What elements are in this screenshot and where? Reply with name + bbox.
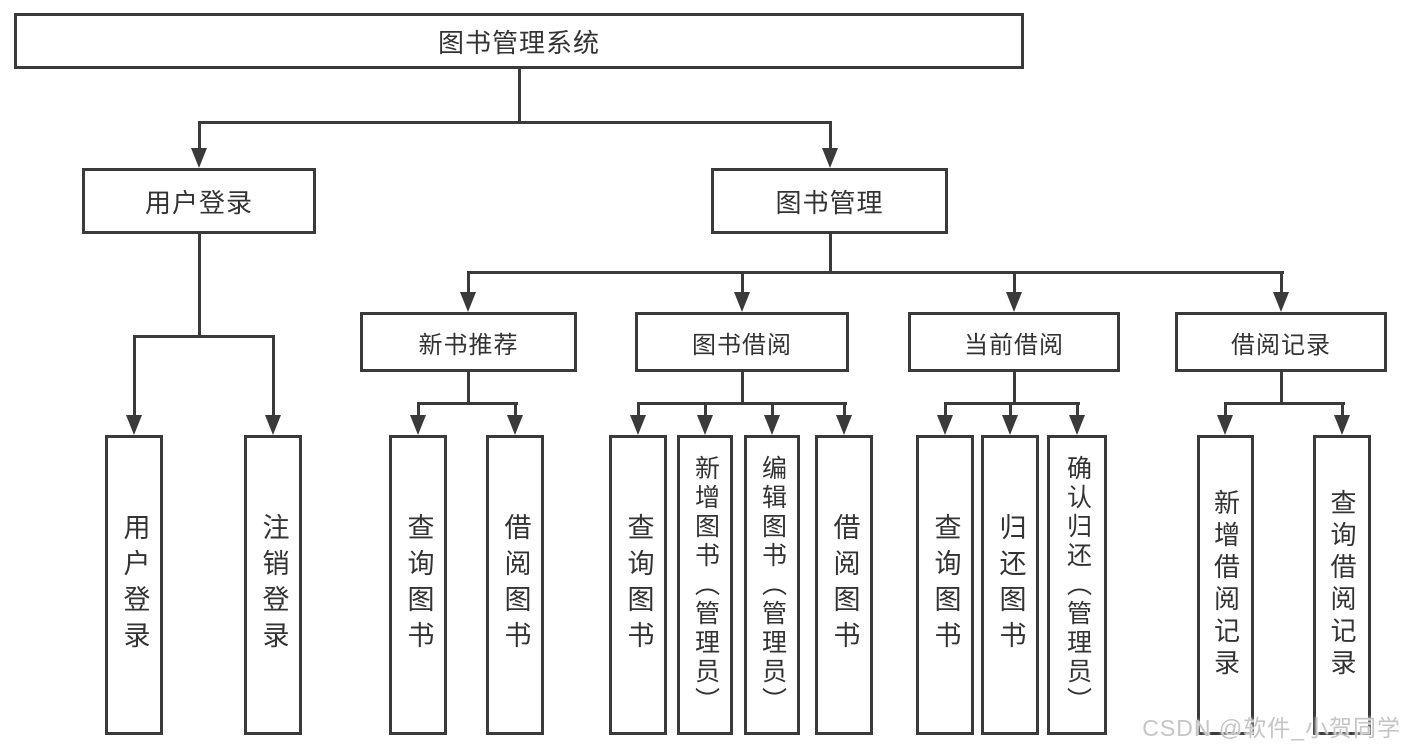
leaf-label: 用户登录 bbox=[119, 513, 150, 657]
connector-bookmgmt-bar bbox=[467, 271, 1284, 274]
arrow-down-icon bbox=[191, 148, 207, 168]
connector-bookborrow-drop bbox=[771, 402, 774, 416]
connector-newbooks-bar bbox=[417, 402, 518, 405]
leaf-label: 借阅图书 bbox=[829, 513, 860, 657]
node-root-label: 图书管理系统 bbox=[437, 27, 600, 58]
connector-bookmgmt-drop bbox=[1013, 271, 1016, 294]
leaf-logout: 注销登录 bbox=[244, 435, 302, 735]
arrow-down-icon bbox=[126, 415, 142, 435]
leaf-label: 查询图书 bbox=[403, 513, 434, 657]
node-new-books: 新书推荐 bbox=[360, 312, 577, 372]
arrow-down-icon bbox=[764, 415, 780, 435]
arrow-down-icon bbox=[1273, 292, 1289, 312]
connector-bookmgmt-drop bbox=[741, 271, 744, 294]
node-book-borrow: 图书借阅 bbox=[635, 312, 849, 372]
connector-records-drop bbox=[1224, 402, 1227, 416]
node-borrow-records-label: 借阅记录 bbox=[1231, 331, 1331, 359]
leaf-label: 新增图书（管理员） bbox=[691, 454, 720, 716]
connector-currentborrow-drop bbox=[1009, 402, 1012, 416]
connector-userlogin-stem bbox=[198, 234, 201, 335]
node-borrow-records: 借阅记录 bbox=[1175, 312, 1387, 372]
arrow-down-icon bbox=[937, 415, 953, 435]
connector-root-bar bbox=[198, 121, 832, 124]
connector-root-drop-left bbox=[198, 121, 201, 151]
node-book-mgmt-label: 图书管理 bbox=[775, 187, 884, 218]
connector-userlogin-drop bbox=[272, 335, 275, 415]
leaf-add-books-admin: 新增图书（管理员） bbox=[677, 435, 733, 735]
leaf-label: 归还图书 bbox=[995, 513, 1026, 657]
connector-currentborrow-drop bbox=[944, 402, 947, 416]
leaf-label: 注销登录 bbox=[258, 513, 289, 657]
node-book-borrow-label: 图书借阅 bbox=[692, 331, 792, 359]
connector-userlogin-bar bbox=[133, 335, 275, 338]
connector-bookborrow-drop bbox=[704, 402, 707, 416]
leaf-label: 编辑图书（管理员） bbox=[758, 454, 787, 716]
arrow-down-icon bbox=[507, 415, 523, 435]
connector-currentborrow-bar bbox=[944, 402, 1080, 405]
connector-root-stem bbox=[518, 69, 521, 122]
connector-bookborrow-drop bbox=[843, 402, 846, 416]
leaf-borrow-books-1: 借阅图书 bbox=[486, 435, 544, 735]
arrow-down-icon bbox=[460, 292, 476, 312]
node-user-login-label: 用户登录 bbox=[144, 187, 253, 218]
node-current-borrow: 当前借阅 bbox=[908, 312, 1120, 372]
leaf-label: 借阅图书 bbox=[500, 513, 531, 657]
arrow-down-icon bbox=[1069, 415, 1085, 435]
arrow-down-icon bbox=[1002, 415, 1018, 435]
leaf-label: 查询图书 bbox=[623, 513, 654, 657]
connector-root-drop-right bbox=[829, 121, 832, 151]
node-book-mgmt: 图书管理 bbox=[711, 168, 948, 234]
arrow-down-icon bbox=[822, 148, 838, 168]
leaf-user-login: 用户登录 bbox=[105, 435, 163, 735]
node-current-borrow-label: 当前借阅 bbox=[964, 331, 1064, 359]
leaf-edit-books-admin: 编辑图书（管理员） bbox=[744, 435, 800, 735]
leaf-label: 查询图书 bbox=[930, 513, 961, 657]
leaf-label: 查询借阅记录 bbox=[1327, 489, 1357, 681]
arrow-down-icon bbox=[410, 415, 426, 435]
connector-newbooks-drop bbox=[417, 402, 420, 416]
connector-bookborrow-stem bbox=[741, 372, 744, 405]
connector-bookborrow-drop bbox=[637, 402, 640, 416]
arrow-down-icon bbox=[1217, 415, 1233, 435]
connector-newbooks-stem bbox=[467, 372, 470, 405]
leaf-return-books: 归还图书 bbox=[981, 435, 1039, 735]
csdn-watermark: CSDN @软件_小贺同学 bbox=[1142, 715, 1401, 741]
connector-currentborrow-stem bbox=[1013, 372, 1016, 405]
arrow-down-icon bbox=[697, 415, 713, 435]
arrow-down-icon bbox=[836, 415, 852, 435]
connector-userlogin-drop bbox=[133, 335, 136, 415]
leaf-add-borrow-record: 新增借阅记录 bbox=[1197, 435, 1254, 735]
arrow-down-icon bbox=[1334, 415, 1350, 435]
arrow-down-icon bbox=[734, 292, 750, 312]
connector-records-bar bbox=[1224, 402, 1345, 405]
leaf-query-books-3: 查询图书 bbox=[916, 435, 974, 735]
leaf-label: 新增借阅记录 bbox=[1210, 489, 1241, 681]
connector-bookmgmt-drop bbox=[1280, 271, 1283, 294]
leaf-query-books-1: 查询图书 bbox=[389, 435, 447, 735]
connector-bookmgmt-stem bbox=[829, 234, 832, 273]
leaf-borrow-books-2: 借阅图书 bbox=[815, 435, 873, 735]
arrow-down-icon bbox=[1006, 292, 1022, 312]
node-user-login: 用户登录 bbox=[82, 168, 316, 234]
node-new-books-label: 新书推荐 bbox=[418, 331, 519, 359]
connector-bookborrow-bar bbox=[637, 402, 847, 405]
connector-newbooks-drop bbox=[514, 402, 517, 416]
leaf-label: 确认归还（管理员） bbox=[1063, 454, 1092, 716]
connector-records-stem bbox=[1280, 372, 1283, 405]
connector-currentborrow-drop bbox=[1076, 402, 1079, 416]
arrow-down-icon bbox=[265, 415, 281, 435]
connector-records-drop bbox=[1341, 402, 1344, 416]
leaf-query-books-2: 查询图书 bbox=[609, 435, 667, 735]
connector-bookmgmt-drop bbox=[467, 271, 470, 294]
node-root: 图书管理系统 bbox=[14, 13, 1024, 69]
leaf-confirm-return-admin: 确认归还（管理员） bbox=[1047, 435, 1107, 735]
arrow-down-icon bbox=[630, 415, 646, 435]
leaf-query-borrow-record: 查询借阅记录 bbox=[1313, 435, 1371, 735]
